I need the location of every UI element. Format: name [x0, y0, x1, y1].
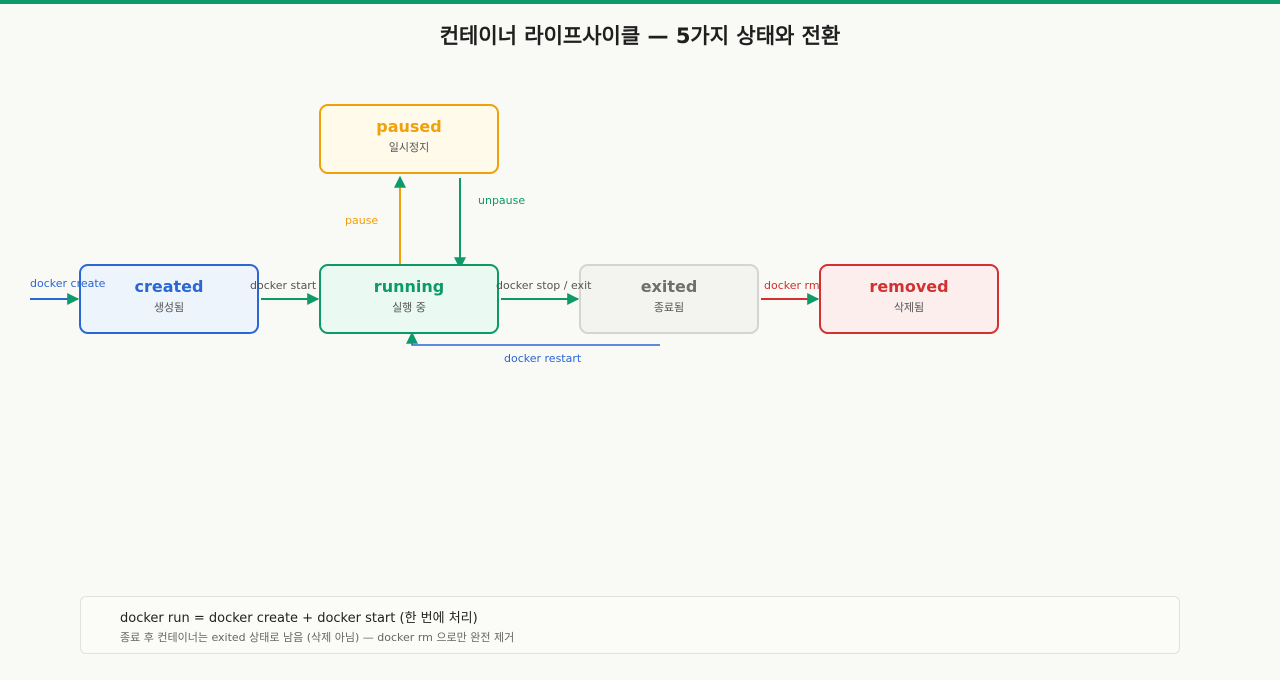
note-exited-explanation: 종료 후 컨테이너는 exited 상태로 남음 (삭제 아님) — docke… — [120, 631, 515, 644]
state-paused: paused 일시정지 — [319, 104, 499, 174]
label-unpause: unpause — [478, 194, 526, 207]
arrow-restart — [406, 331, 660, 346]
label-create: docker create — [30, 277, 106, 290]
state-removed-desc: 삭제됨 — [893, 301, 925, 314]
label-stop: docker stop / exit — [496, 279, 592, 292]
label-pause: pause — [345, 214, 379, 227]
label-rm: docker rm — [764, 279, 820, 292]
state-removed-name: removed — [869, 277, 949, 296]
state-exited-name: exited — [640, 277, 698, 296]
label-restart: docker restart — [504, 352, 582, 365]
state-removed: removed 삭제됨 — [819, 264, 999, 334]
diagram-title: 컨테이너 라이프사이클 — 5가지 상태와 전환 — [439, 24, 841, 48]
state-created-desc: 생성됨 — [153, 301, 185, 314]
note-box: docker run = docker create + docker star… — [80, 596, 1180, 654]
note-run-definition: docker run = docker create + docker star… — [120, 611, 478, 626]
state-running-name: running — [373, 277, 445, 296]
state-created: created 생성됨 — [79, 264, 259, 334]
state-running: running 실행 중 — [319, 264, 499, 334]
state-running-desc: 실행 중 — [392, 301, 426, 314]
state-created-name: created — [134, 277, 204, 296]
top-accent-bar — [0, 0, 1280, 4]
label-start: docker start — [250, 279, 317, 292]
state-exited-desc: 종료됨 — [653, 301, 685, 314]
state-paused-name: paused — [376, 117, 442, 136]
state-exited: exited 종료됨 — [579, 264, 759, 334]
state-paused-desc: 일시정지 — [388, 141, 430, 154]
